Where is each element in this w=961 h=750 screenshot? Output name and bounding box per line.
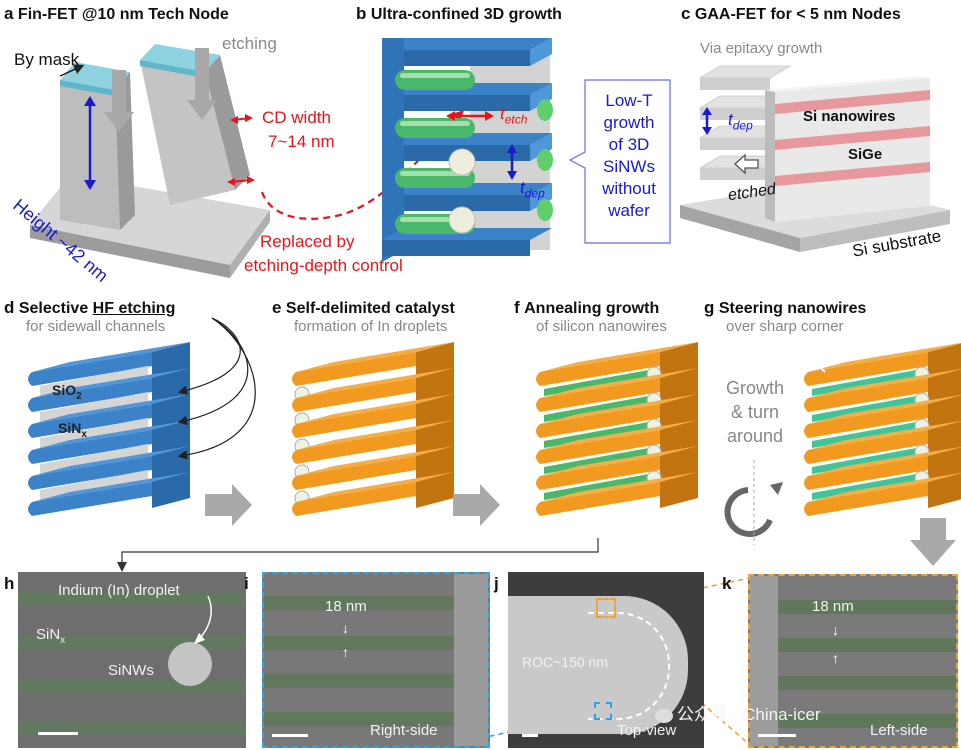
cd-width-value: 7~14 nm — [268, 132, 335, 151]
panel-letter-k: k — [722, 574, 732, 593]
panel-b-header: b Ultra-confined 3D growth — [356, 4, 562, 24]
panel-title: Ultra-confined 3D growth — [370, 6, 562, 23]
panel-title: Selective HF etching — [18, 300, 176, 317]
replaced-label: Replaced by — [260, 232, 355, 251]
panel-f-header: f Annealing growth of silicon nanowires — [514, 298, 667, 335]
panel-e-header: e Self-delimited catalyst formation of I… — [272, 298, 455, 335]
panel-letter: a — [4, 4, 14, 23]
rotate-arrows — [724, 487, 773, 537]
scale-bar — [522, 734, 538, 737]
panel-letter: g — [704, 298, 715, 317]
t-dep-label: tdep — [520, 178, 545, 201]
t-dep-label-c: tdep — [728, 110, 753, 133]
sinx-label: SiNx — [58, 420, 87, 440]
panel-letter: b — [356, 4, 367, 23]
panel-letter: e — [272, 298, 282, 317]
panel-d-header: d Selective HF etching for sidewall chan… — [4, 298, 175, 335]
indium-droplet — [168, 642, 212, 686]
panel-title: Self-delimited catalyst — [285, 300, 455, 317]
growth-turn-label: Growth & turn around — [725, 378, 785, 446]
stack-f-drawing — [536, 342, 698, 516]
down-arrow: ↓ — [342, 620, 349, 636]
scale-bar — [272, 734, 308, 737]
scale-bar — [758, 734, 796, 737]
wechat-icon — [655, 708, 673, 723]
panel-title: Steering nanowires — [718, 300, 867, 317]
right-side-label: Right-side — [370, 722, 438, 739]
t-etch-label: tetch — [500, 104, 528, 127]
cd-width-label: CD width — [262, 108, 331, 127]
sem-image-i — [262, 572, 490, 748]
stack-g-drawing — [804, 342, 961, 516]
panel-letter: d — [4, 298, 15, 317]
low-t-callout: Low-T growth of 3D SiNWs without wafer — [602, 91, 656, 220]
panel-subtitle: of silicon nanowires — [536, 318, 667, 335]
etch-arrows — [177, 317, 256, 460]
top-view-label: Top-view — [617, 722, 677, 739]
panel-c-header: c GAA-FET for < 5 nm Nodes — [681, 4, 901, 24]
si-nanowires-label: Si nanowires — [803, 108, 896, 125]
down-arrow: ↓ — [832, 622, 839, 638]
roc-label: ROC~150 nm — [522, 654, 608, 670]
via-epitaxy-label: Via epitaxy growth — [700, 40, 823, 57]
sio2-label: SiO2 — [52, 382, 82, 402]
nm-label-i: 18 nm — [325, 598, 367, 615]
panel-letter-i: i — [244, 574, 249, 593]
sem-image-k — [748, 574, 958, 748]
sinws-label: SiNWs — [108, 662, 154, 679]
panel-subtitle: over sharp corner — [726, 318, 844, 335]
panel-subtitle: for sidewall channels — [26, 318, 166, 335]
stack-d-drawing — [28, 342, 190, 516]
panel-a-header: a Fin-FET @10 nm Tech Node — [4, 4, 229, 24]
left-side-label: Left-side — [870, 722, 928, 739]
watermark: 公众号 · China-icer — [655, 700, 821, 725]
panel-letter-h: h — [4, 574, 15, 593]
scale-bar — [38, 732, 78, 735]
up-arrow: ↑ — [342, 644, 349, 660]
panel-letter: c — [681, 4, 691, 23]
up-arrow: ↑ — [832, 650, 839, 666]
nm-label-k: 18 nm — [812, 598, 854, 615]
finfet-drawing — [30, 44, 464, 278]
panel-g-header: g Steering nanowires over sharp corner — [704, 298, 866, 335]
etching-depth-label: etching-depth control — [244, 256, 403, 275]
panel-title: Fin-FET @10 nm Tech Node — [17, 6, 229, 23]
by-mask-label: By mask — [14, 50, 80, 69]
indium-droplet-label: Indium (In) droplet — [58, 582, 180, 599]
panel-title: GAA-FET for < 5 nm Nodes — [694, 6, 901, 23]
panel-letter-j: j — [494, 574, 499, 593]
process-arrows — [205, 484, 956, 566]
sinx-sem-label: SiNx — [36, 626, 66, 646]
gaa-drawing — [680, 65, 950, 252]
panel-letter: f — [514, 298, 520, 317]
stack-3d-drawing — [382, 38, 671, 262]
stack-e-drawing — [292, 342, 454, 516]
sige-label: SiGe — [848, 146, 883, 163]
panel-subtitle: formation of In droplets — [294, 318, 448, 335]
etching-label: etching — [222, 34, 277, 53]
panel-title: Annealing growth — [524, 300, 660, 317]
